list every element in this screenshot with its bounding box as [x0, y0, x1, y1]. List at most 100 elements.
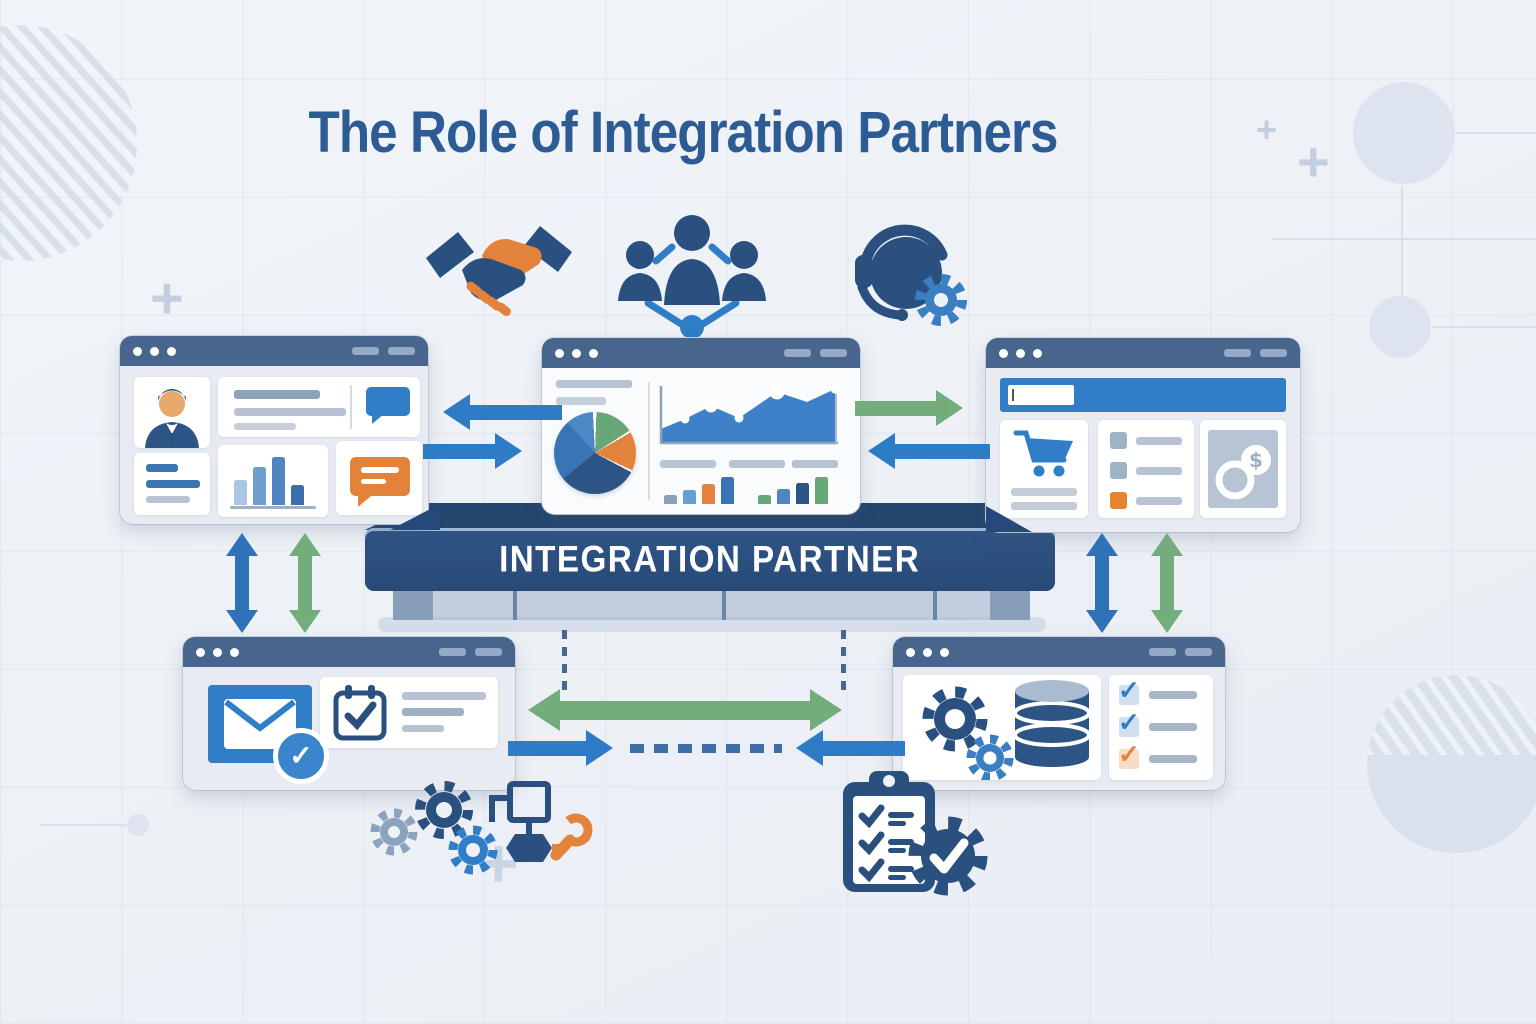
bar: [796, 483, 809, 504]
gear-icon-navy: [415, 781, 473, 839]
platform-leg: [393, 590, 433, 620]
platform-shadow: [378, 617, 1046, 632]
list-line: [1136, 497, 1182, 505]
platform-base: [393, 590, 1030, 620]
window-dot: [230, 647, 239, 657]
titlebar-button: [475, 648, 502, 656]
titlebar-button: [1185, 648, 1212, 656]
legend-bar: [792, 460, 838, 468]
text-line: [146, 496, 190, 503]
avatar-card: [134, 377, 210, 448]
chat-bubble-orange-icon: [350, 457, 410, 496]
analytics-window: [542, 338, 860, 514]
checklist-card: ✓ ✓ ✓: [1109, 675, 1213, 780]
check-mark: ✓: [1118, 675, 1140, 705]
text-line: [1011, 502, 1077, 510]
titlebar-button: [1260, 349, 1287, 357]
window-dot: [1016, 348, 1025, 358]
text-line: [402, 725, 444, 732]
check-badge-icon: ✓: [273, 728, 329, 784]
arrow-vertical-blue: [226, 533, 258, 633]
window-dot: [167, 346, 176, 356]
contact-card: [218, 377, 420, 437]
window-dot: [940, 647, 949, 657]
window-dot: [999, 348, 1008, 358]
window-dot: [906, 647, 915, 657]
arrow-vertical-blue: [1086, 533, 1118, 633]
dashed-connector: [841, 630, 846, 692]
text-line: [402, 708, 464, 716]
payment-tile: $: [1208, 430, 1278, 508]
decor-circle-top-right: [1353, 82, 1455, 184]
coins-icon: $: [1215, 445, 1271, 500]
integration-partner-platform: INTEGRATION PARTNER: [365, 528, 1055, 591]
team-network-icon: [618, 215, 766, 339]
window-dot: [555, 348, 564, 358]
arrow-vertical-green: [1151, 533, 1183, 633]
list-line: [1136, 467, 1182, 475]
bar: [253, 467, 266, 505]
text-line: [556, 380, 632, 388]
check-line: [1149, 755, 1197, 763]
envelope-icon: [224, 699, 296, 749]
calendar-card: [320, 677, 498, 748]
plus-decor: +: [1256, 109, 1278, 150]
page-title: The Role of Integration Partners: [308, 99, 1059, 165]
titlebar-button: [784, 349, 811, 357]
window-dot: [589, 348, 598, 358]
database-icon: [1013, 680, 1091, 767]
chart-baseline: [230, 506, 316, 509]
decor-line: [1272, 238, 1536, 240]
bar-chart-card: [218, 445, 328, 517]
decor-line: [40, 824, 126, 826]
ecommerce-window: $: [986, 338, 1300, 532]
decor-circle-top-right-small: [1369, 296, 1431, 358]
check-mark: ✓: [1118, 707, 1140, 737]
check-box: [1119, 685, 1139, 705]
titlebar-button: [1224, 349, 1251, 357]
decor-line: [1432, 326, 1536, 328]
support-gear-icon: [855, 224, 967, 326]
gear-icon-small: [966, 734, 1014, 782]
check-mark: ✓: [1118, 739, 1140, 769]
check-line: [1149, 723, 1197, 731]
bubble-line: [361, 467, 399, 473]
calendar-check-icon: [333, 685, 387, 741]
store-banner: [1000, 378, 1286, 412]
gear-icon: [915, 274, 967, 326]
bar: [815, 477, 828, 504]
decor-line: [1456, 132, 1536, 134]
titlebar-button: [820, 349, 847, 357]
arrow-vertical-green: [289, 533, 321, 633]
window-dot: [1033, 348, 1042, 358]
arrow-left-blue: [868, 433, 990, 469]
arrow-right-green: [855, 390, 963, 426]
text-line: [146, 480, 200, 488]
window-dot: [923, 647, 932, 657]
text-line: [556, 397, 606, 405]
product-list-card: [1098, 420, 1194, 518]
payment-card: $: [1200, 420, 1286, 518]
platform-leg: [722, 590, 726, 620]
crm-bar-chart: [234, 457, 304, 505]
check-box: [1119, 717, 1139, 737]
panel-divider: [648, 382, 650, 500]
chat-bubble-blue-icon: [366, 387, 410, 416]
titlebar-button: [352, 347, 379, 355]
plus-decor: +: [1297, 130, 1330, 193]
dashed-connector: [562, 630, 567, 692]
platform-label: INTEGRATION PARTNER: [499, 538, 921, 580]
window-dot: [150, 346, 159, 356]
list-swatch: [1110, 432, 1127, 449]
platform-leg: [990, 590, 1030, 620]
window-titlebar: [986, 338, 1300, 368]
bar: [291, 485, 304, 505]
window-titlebar: [120, 336, 428, 366]
legend-bar: [729, 460, 785, 468]
window-dot: [196, 647, 205, 657]
gear-check-icon: [908, 816, 988, 896]
window-dot: [572, 348, 581, 358]
bubble-line: [361, 479, 386, 484]
email-calendar-window: ✓: [183, 637, 515, 790]
